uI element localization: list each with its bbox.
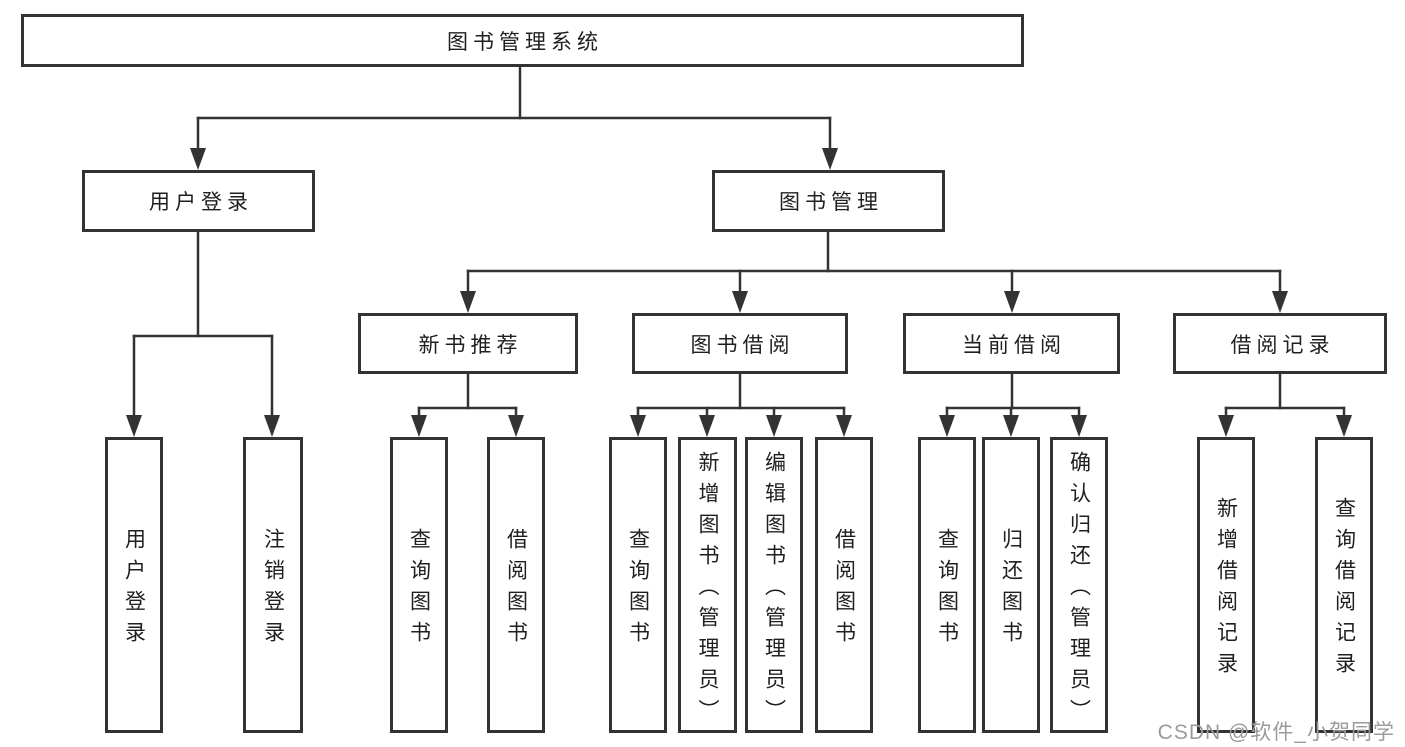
leaf-return-books: 归还图书 xyxy=(982,437,1040,733)
leaf-label: 归还图书 xyxy=(999,528,1023,652)
node-book-borrow: 图书借阅 xyxy=(632,313,848,374)
arrowheads xyxy=(126,148,1352,437)
leaf-label: 确认归还（管理员） xyxy=(1067,450,1091,730)
leaf-label: 注销登录 xyxy=(261,528,285,652)
leaf-query-borrow-record: 查询借阅记录 xyxy=(1315,437,1373,733)
leaf-label: 查询借阅记录 xyxy=(1332,497,1356,683)
node-label: 当前借阅 xyxy=(962,333,1066,357)
node-label: 图书管理系统 xyxy=(447,30,603,54)
node-user-login: 用户登录 xyxy=(82,170,315,232)
node-label: 图书管理 xyxy=(779,191,883,214)
leaf-label: 借阅图书 xyxy=(832,528,856,652)
leaf-label: 新增图书（管理员） xyxy=(696,450,719,730)
leaf-label: 查询图书 xyxy=(407,528,431,652)
leaf-add-books-admin: 新增图书（管理员） xyxy=(678,437,737,733)
leaf-label: 编辑图书（管理员） xyxy=(762,450,786,730)
node-label: 用户登录 xyxy=(149,191,253,214)
node-label: 新书推荐 xyxy=(418,333,523,357)
leaf-add-borrow-record: 新增借阅记录 xyxy=(1197,437,1255,733)
leaf-label: 新增借阅记录 xyxy=(1214,497,1238,683)
node-current-borrow: 当前借阅 xyxy=(903,313,1120,374)
node-label: 图书借阅 xyxy=(690,333,795,357)
leaf-query-books: 查询图书 xyxy=(918,437,976,733)
node-label: 借阅记录 xyxy=(1230,333,1335,357)
leaf-label: 查询图书 xyxy=(935,528,959,652)
node-borrow-records: 借阅记录 xyxy=(1173,313,1387,374)
leaf-label: 查询图书 xyxy=(626,528,650,652)
node-book-management: 图书管理 xyxy=(712,170,945,232)
leaf-borrow-books: 借阅图书 xyxy=(487,437,545,733)
csdn-watermark: CSDN @软件_小贺同学 xyxy=(1157,721,1395,744)
leaf-confirm-return-admin: 确认归还（管理员） xyxy=(1050,437,1108,733)
leaf-query-books: 查询图书 xyxy=(390,437,448,733)
leaf-logout: 注销登录 xyxy=(243,437,303,733)
leaf-label: 借阅图书 xyxy=(504,528,528,652)
leaf-query-books: 查询图书 xyxy=(609,437,667,733)
leaf-borrow-books: 借阅图书 xyxy=(815,437,873,733)
node-new-book-recommend: 新书推荐 xyxy=(358,313,578,374)
node-library-management-system: 图书管理系统 xyxy=(21,14,1024,67)
leaf-edit-books-admin: 编辑图书（管理员） xyxy=(745,437,803,733)
leaf-user-login: 用户登录 xyxy=(105,437,163,733)
leaf-label: 用户登录 xyxy=(122,528,146,652)
